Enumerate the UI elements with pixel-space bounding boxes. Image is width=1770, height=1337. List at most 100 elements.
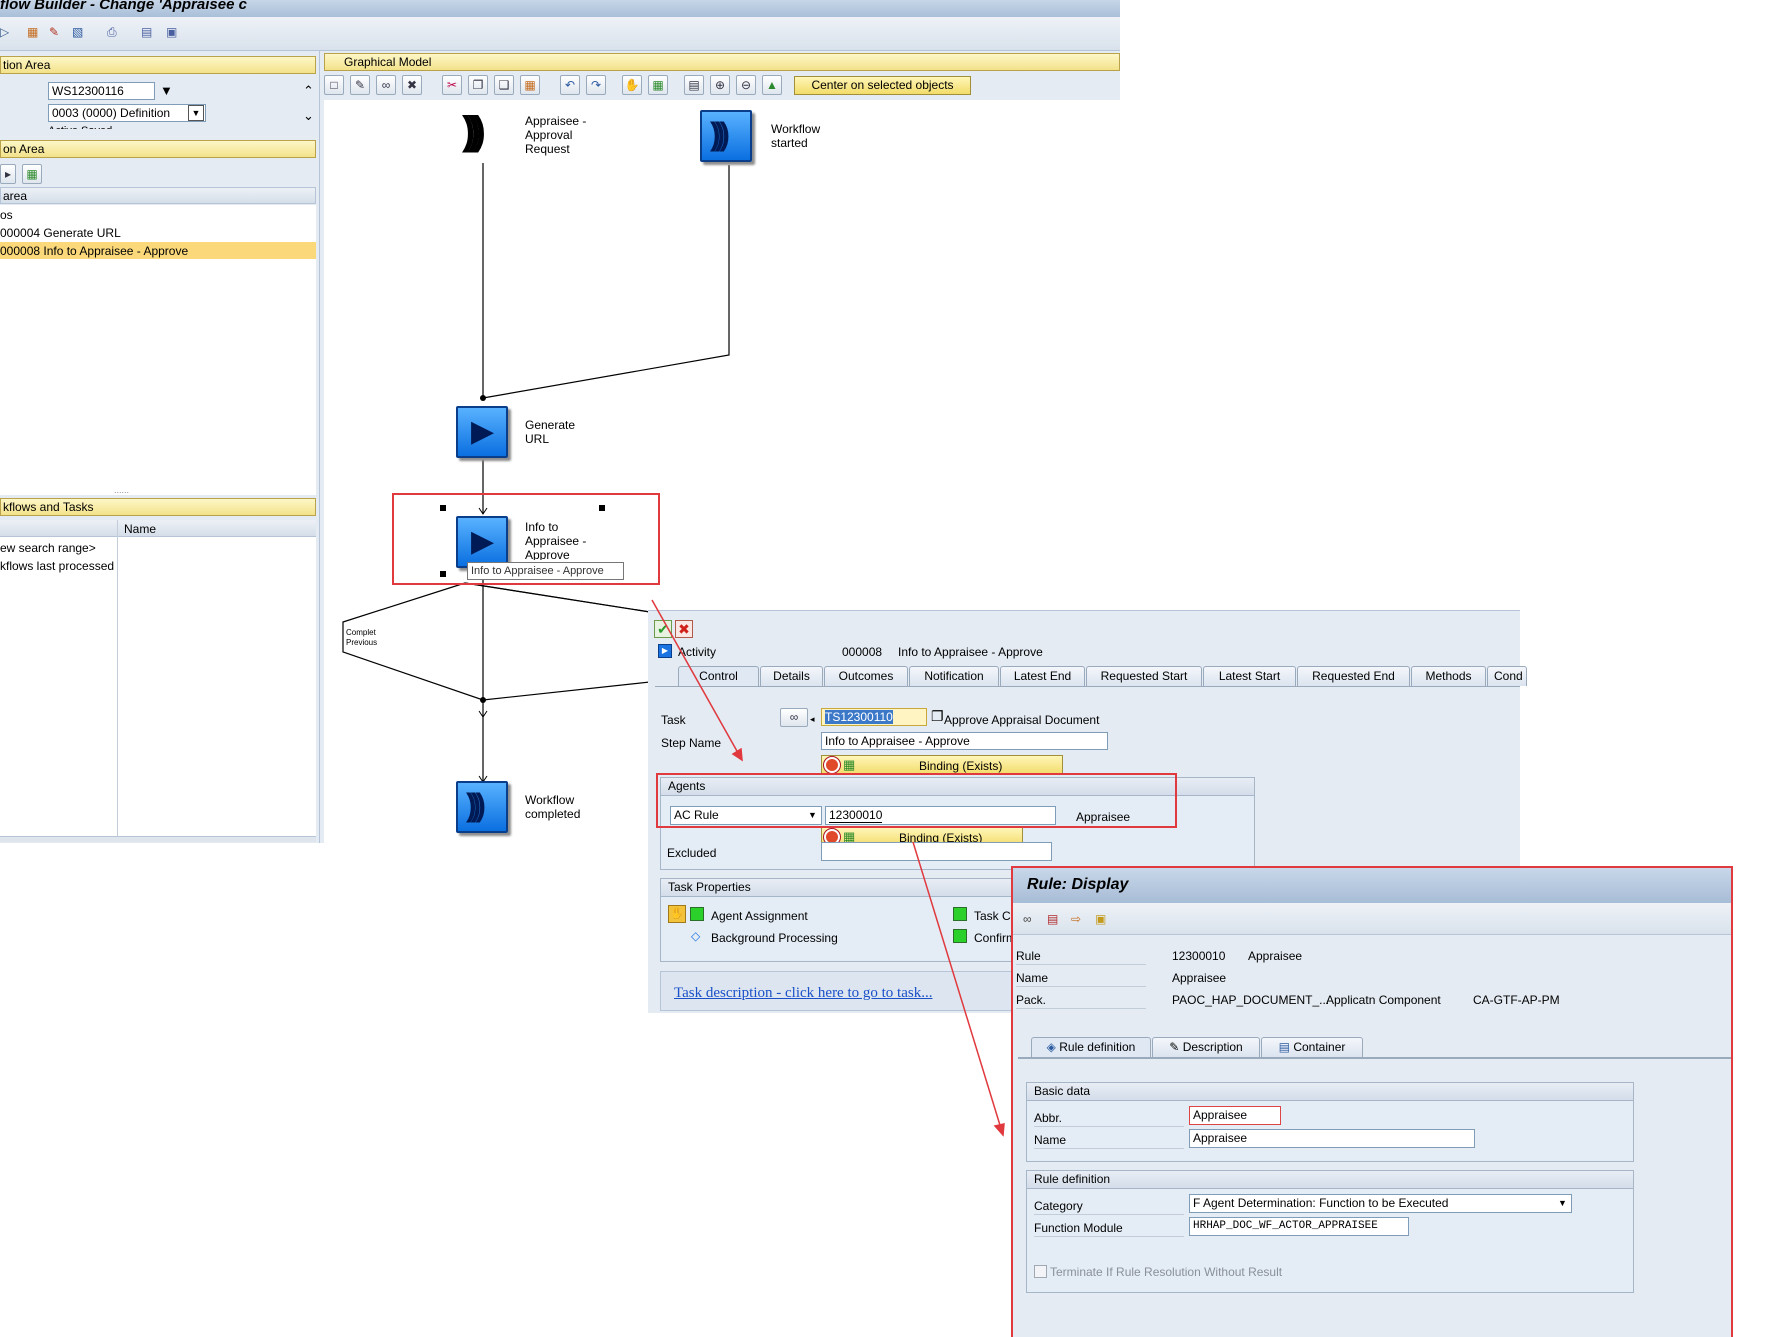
workflow-id-field[interactable]: WS12300116 — [48, 82, 155, 100]
navigation-area-header[interactable]: tion Area — [0, 56, 316, 74]
list-item[interactable]: os — [0, 208, 13, 222]
abbr-field[interactable]: Appraisee — [1189, 1106, 1281, 1125]
zoom-in-icon[interactable]: ⊕ — [710, 75, 730, 95]
tab-requested-start[interactable]: Requested Start — [1086, 666, 1202, 686]
excluded-field[interactable] — [821, 842, 1052, 861]
version-select-arrow-icon[interactable]: ▼ — [188, 105, 204, 121]
small-arrow-icon[interactable]: ◂ — [810, 714, 815, 724]
redo-icon[interactable]: ↷ — [586, 75, 606, 95]
tab-outcomes[interactable]: Outcomes — [824, 666, 908, 686]
join-dot — [480, 395, 486, 401]
scroll-down-icon[interactable]: ⌄ — [303, 108, 314, 123]
pencil-icon[interactable]: ✎ — [49, 25, 60, 39]
task-description-link[interactable]: Task description - click here to go to t… — [674, 985, 933, 1001]
tab-rule-definition[interactable]: ◈ Rule definition — [1031, 1037, 1151, 1057]
selection-handle[interactable] — [440, 505, 446, 511]
event-node[interactable]: ))) — [458, 108, 510, 163]
rule-number: 12300010 — [1172, 949, 1226, 963]
agent-type-arrow-icon[interactable]: ▼ — [808, 810, 817, 820]
list-item[interactable]: ew search range> — [0, 541, 96, 555]
terminate-checkbox[interactable] — [1034, 1265, 1047, 1278]
settings-icon[interactable]: ▣ — [166, 25, 178, 39]
join-dot — [480, 697, 486, 703]
landscape-icon[interactable]: ▲ — [762, 75, 782, 95]
dialog-title: Rule: Display — [1027, 876, 1129, 893]
glasses-icon[interactable]: ∞ — [780, 708, 808, 727]
dropdown-arrow-icon[interactable]: ▼ — [160, 83, 173, 98]
category-select[interactable]: F Agent Determination: Function to be Ex… — [1189, 1194, 1572, 1213]
clipboard-icon[interactable]: ▣ — [1095, 912, 1107, 926]
hierarchy-icon[interactable]: ▦ — [27, 25, 39, 39]
tree-icon[interactable]: ▧ — [72, 25, 84, 39]
zoom-out-icon[interactable]: ⊖ — [736, 75, 756, 95]
app-component-value: CA-GTF-AP-PM — [1473, 993, 1560, 1007]
generate-url-node[interactable]: ▶ — [456, 406, 508, 458]
center-on-selected-button[interactable]: Center on selected objects — [794, 76, 971, 95]
layout-icon[interactable]: ▤ — [141, 25, 153, 39]
binding-button[interactable]: ▦ Binding (Exists) — [821, 755, 1063, 775]
tasks-table: Name ew search range> kflows last proces… — [0, 520, 316, 840]
back-icon[interactable]: ▷ — [0, 25, 10, 39]
structure-icon[interactable]: ▦ — [648, 75, 668, 95]
tab-line — [655, 686, 1520, 687]
basic-data-header: Basic data — [1027, 1083, 1633, 1101]
arrowhead — [478, 710, 488, 718]
tab-cond[interactable]: Cond — [1487, 666, 1527, 686]
undo-icon[interactable]: ↶ — [560, 75, 580, 95]
left-hscrollbar[interactable] — [0, 836, 316, 842]
test-icon[interactable]: ▤ — [1047, 912, 1059, 926]
tab-details[interactable]: Details — [760, 666, 823, 686]
selection-handle[interactable] — [440, 571, 446, 577]
confirm-status-icon — [953, 929, 967, 943]
copy-icon[interactable]: ❐ — [931, 708, 944, 724]
category-arrow-icon[interactable]: ▼ — [1558, 1198, 1567, 1208]
tab-methods[interactable]: Methods — [1411, 666, 1486, 686]
list-item[interactable]: 000004 Generate URL — [0, 226, 121, 240]
workflow-started-node[interactable]: ))) — [700, 110, 752, 162]
tab-description[interactable]: ✎ Description — [1152, 1037, 1260, 1057]
arrowhead — [993, 1123, 1005, 1137]
list-item[interactable]: kflows last processed — [0, 559, 115, 573]
tab-notification[interactable]: Notification — [909, 666, 999, 686]
paste-icon[interactable]: ❑ — [494, 75, 514, 95]
cancel-icon[interactable]: ✖ — [675, 620, 693, 638]
step-name-label: Step Name — [661, 736, 722, 750]
tab-requested-end[interactable]: Requested End — [1297, 666, 1410, 686]
cut-icon[interactable]: ✂ — [442, 75, 462, 95]
task-field[interactable]: TS12300110 — [821, 708, 927, 726]
generate-url-label: Generate URL — [525, 418, 576, 446]
tab-container[interactable]: ▤ Container — [1261, 1037, 1363, 1057]
step-tree-icon[interactable]: ▦ — [22, 164, 42, 184]
version-select[interactable]: 0003 (0000) Definition — [48, 104, 206, 122]
glasses-icon[interactable]: ∞ — [376, 75, 396, 95]
edit-icon[interactable]: ✎ — [350, 75, 370, 95]
overview-icon[interactable]: ▤ — [684, 75, 704, 95]
tab-latest-start[interactable]: Latest Start — [1203, 666, 1296, 686]
workflow-completed-node[interactable]: ))) — [456, 781, 508, 833]
step-area-header[interactable]: on Area — [0, 140, 316, 158]
tasks-area-header[interactable]: kflows and Tasks — [0, 498, 316, 516]
splitter-handle[interactable]: ...... — [114, 485, 130, 495]
insert-icon[interactable]: ▦ — [520, 75, 540, 95]
function-module-field[interactable]: HRHAP_DOC_WF_ACTOR_APPRAISEE — [1189, 1217, 1409, 1236]
bname-field[interactable]: Appraisee — [1189, 1129, 1475, 1148]
rule-definition-header: Rule definition — [1027, 1171, 1633, 1189]
scroll-up-icon[interactable]: ⌃ — [303, 83, 314, 98]
delete-icon[interactable]: ✖ — [402, 75, 422, 95]
list-item-selected[interactable]: 000008 Info to Appraisee - Approve — [0, 242, 316, 259]
selection-handle[interactable] — [599, 505, 605, 511]
hand-icon[interactable]: ✋ — [622, 75, 642, 95]
export-icon[interactable]: ⇨ — [1071, 912, 1082, 926]
agent-value-field[interactable]: 12300010 — [825, 806, 1056, 825]
prop-confirm: Confirm — [974, 931, 1017, 945]
field-underline — [1016, 964, 1146, 965]
tab-latest-end[interactable]: Latest End — [1000, 666, 1085, 686]
agent-type-select[interactable]: AC Rule — [670, 806, 822, 825]
step-name-field[interactable]: Info to Appraisee - Approve — [821, 732, 1108, 750]
binding-label: Binding (Exists) — [919, 759, 1003, 773]
new-icon[interactable]: □ — [324, 75, 344, 95]
copy-icon[interactable]: ❐ — [468, 75, 488, 95]
print-icon[interactable]: ⎙ — [107, 25, 117, 39]
step-tool-icon[interactable]: ▸ — [0, 164, 16, 184]
glasses-icon[interactable]: ∞ — [1023, 912, 1032, 926]
